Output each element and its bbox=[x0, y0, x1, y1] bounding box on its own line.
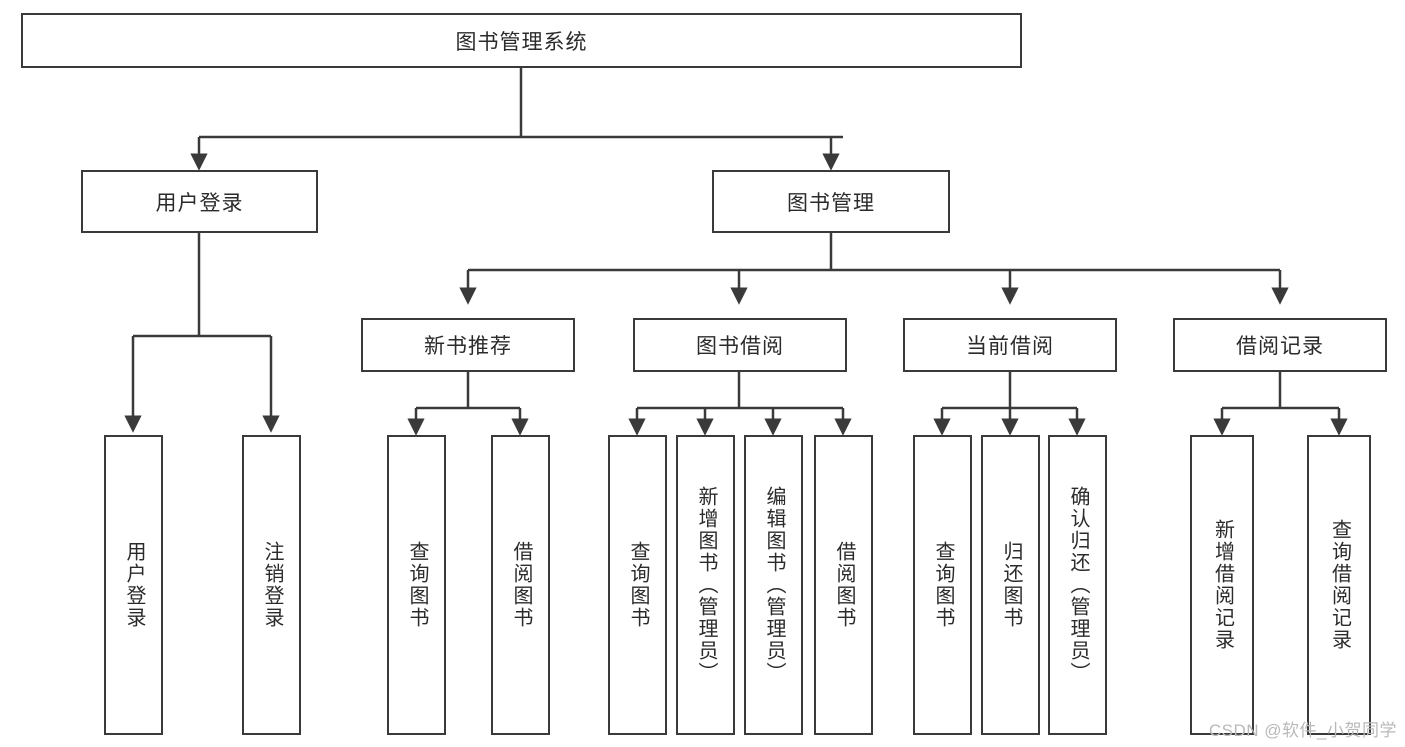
node-leaf-logout-login[interactable]: 注销登录 bbox=[242, 435, 301, 735]
node-leaf-return-book[interactable]: 归还图书 bbox=[981, 435, 1040, 735]
node-label: 用户登录 bbox=[123, 541, 145, 629]
node-leaf-query-book-1[interactable]: 查询图书 bbox=[387, 435, 446, 735]
node-leaf-query-record[interactable]: 查询借阅记录 bbox=[1307, 435, 1371, 735]
node-label: 注销登录 bbox=[261, 541, 283, 629]
node-label: 查询图书 bbox=[932, 541, 954, 629]
node-new-book-recommend[interactable]: 新书推荐 bbox=[361, 318, 575, 372]
node-label: 查询借阅记录 bbox=[1328, 519, 1351, 651]
node-label: 借阅记录 bbox=[1236, 335, 1324, 358]
node-label: 新增借阅记录 bbox=[1211, 519, 1234, 651]
node-leaf-add-book[interactable]: 新增图书（管理员） bbox=[676, 435, 735, 735]
node-label: 借阅图书 bbox=[833, 541, 855, 629]
node-label: 确认归还（管理员） bbox=[1067, 486, 1089, 684]
node-leaf-borrow-book-1[interactable]: 借阅图书 bbox=[491, 435, 550, 735]
node-label: 查询图书 bbox=[406, 541, 428, 629]
node-label: 用户登录 bbox=[155, 191, 244, 215]
node-leaf-query-book-2[interactable]: 查询图书 bbox=[608, 435, 667, 735]
node-label: 图书管理 bbox=[787, 191, 875, 215]
node-borrow-record[interactable]: 借阅记录 bbox=[1173, 318, 1387, 372]
node-label: 图书借阅 bbox=[696, 335, 784, 358]
node-current-borrow[interactable]: 当前借阅 bbox=[903, 318, 1117, 372]
node-leaf-confirm-return[interactable]: 确认归还（管理员） bbox=[1048, 435, 1107, 735]
node-label: 新增图书（管理员） bbox=[695, 486, 717, 684]
node-label: 当前借阅 bbox=[966, 335, 1054, 358]
node-label: 编辑图书（管理员） bbox=[763, 486, 785, 684]
node-leaf-edit-book[interactable]: 编辑图书（管理员） bbox=[744, 435, 803, 735]
node-book-borrow[interactable]: 图书借阅 bbox=[633, 318, 847, 372]
node-leaf-borrow-book-2[interactable]: 借阅图书 bbox=[814, 435, 873, 735]
node-label: 图书管理系统 bbox=[455, 30, 588, 54]
node-leaf-add-record[interactable]: 新增借阅记录 bbox=[1190, 435, 1254, 735]
csdn-watermark: CSDN @软件_小贺同学 bbox=[1208, 721, 1397, 740]
node-label: 借阅图书 bbox=[510, 541, 532, 629]
node-user-login[interactable]: 用户登录 bbox=[81, 170, 318, 233]
node-leaf-query-book-3[interactable]: 查询图书 bbox=[913, 435, 972, 735]
node-label: 归还图书 bbox=[1000, 541, 1022, 629]
node-label: 新书推荐 bbox=[424, 335, 512, 358]
node-label: 查询图书 bbox=[627, 541, 649, 629]
node-book-management[interactable]: 图书管理 bbox=[712, 170, 950, 233]
node-leaf-user-login[interactable]: 用户登录 bbox=[104, 435, 163, 735]
node-title-system[interactable]: 图书管理系统 bbox=[21, 13, 1022, 68]
